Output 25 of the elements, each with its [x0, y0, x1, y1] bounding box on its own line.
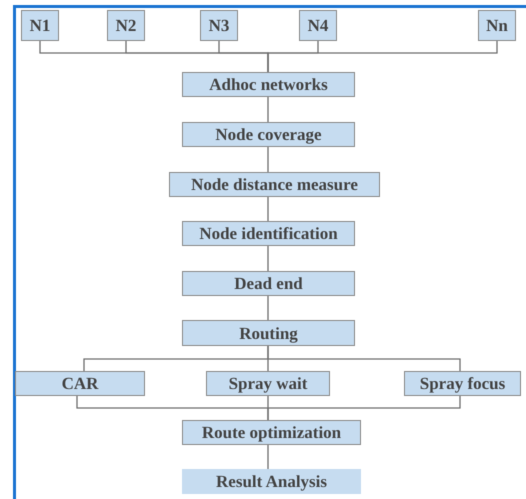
process-box: N4: [299, 10, 337, 41]
process-box: Route optimization: [182, 420, 361, 445]
process-box: N2: [107, 10, 145, 41]
process-box: Node distance measure: [169, 172, 380, 197]
process-box: Result Analysis: [182, 469, 361, 494]
connector-line: [267, 296, 269, 320]
process-box: Spray focus: [404, 371, 521, 396]
connector-line: [267, 147, 269, 172]
connector-line: [267, 197, 269, 221]
process-box: Node identification: [182, 221, 355, 246]
process-box: Nn: [478, 10, 516, 41]
process-box: N1: [21, 10, 59, 41]
process-box: CAR: [15, 371, 145, 396]
process-box: Adhoc networks: [182, 72, 355, 97]
process-box: Dead end: [182, 271, 355, 296]
process-box: N3: [200, 10, 238, 41]
connector-line: [267, 445, 269, 469]
connector-line: [267, 346, 461, 371]
connector-line: [267, 41, 498, 72]
connector-line: [267, 97, 269, 122]
connector-line: [267, 396, 461, 420]
process-box: Spray wait: [206, 371, 330, 396]
process-box: Routing: [182, 320, 355, 346]
process-box: Node coverage: [182, 122, 355, 147]
connector-line: [267, 246, 269, 271]
